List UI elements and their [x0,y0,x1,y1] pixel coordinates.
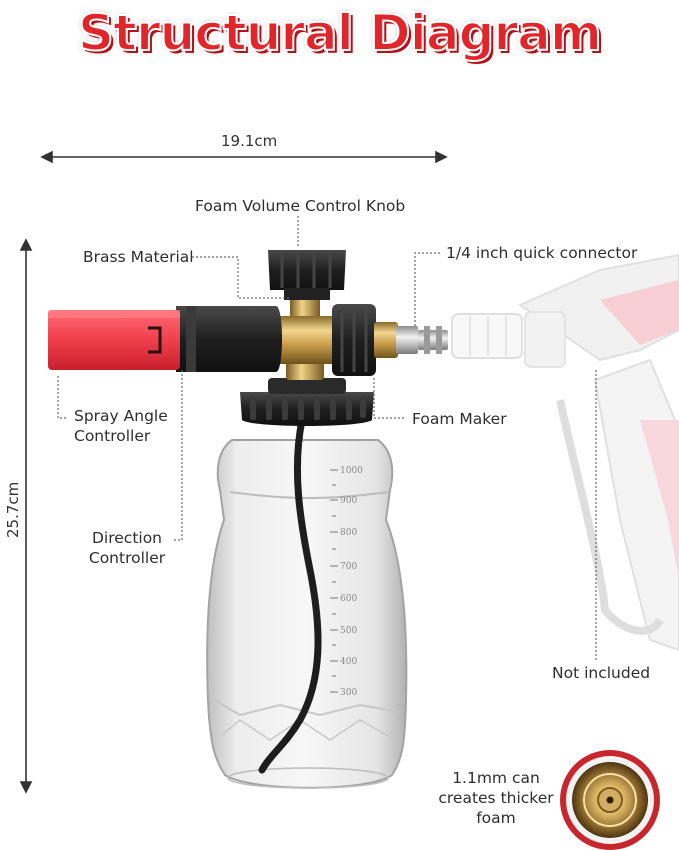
label-quick-connector: 1/4 inch quick connector [446,244,638,262]
label-line: Controller [74,427,151,445]
foam-volume-knob [268,250,346,300]
label-direction-controller: Direction Controller [88,528,166,568]
spray-angle-controller [48,310,180,370]
scale-label: 500 [340,626,357,636]
width-dimension-arrow [40,150,448,164]
scale-label: 1000 [340,466,363,476]
bottle-scale-numbers: 1000 900 800 700 600 500 400 300 [340,466,363,698]
label-line: Direction [91,529,163,547]
label-line: foam [476,809,516,827]
width-label: 19.1cm [221,132,278,150]
scale-label: 600 [340,594,357,604]
label-brass-material: Brass Material [83,248,194,266]
scale-label: 700 [340,562,357,572]
leader-lines [57,216,597,662]
label-not-included: Not included [552,664,651,682]
bottle-cap [240,378,374,426]
direction-controller [176,306,282,372]
label-line: 1.1mm can [452,769,540,787]
scale-label: 900 [340,496,357,506]
label-spray-angle-controller: Spray Angle Controller [74,406,168,446]
height-label: 25.7cm [4,481,22,538]
quick-connector-male [396,326,448,354]
label-foam-maker: Foam Maker [412,410,507,428]
spray-gun [451,253,679,652]
label-orifice: 1.1mm can creates thicker foam [438,768,554,828]
bottle-scale-marks [330,469,338,693]
scale-label: 400 [340,657,357,667]
page-title: Structural Diagram [77,3,603,63]
label-line: Controller [88,549,166,567]
brass-body [272,316,338,364]
label-foam-volume-knob: Foam Volume Control Knob [195,197,406,215]
orifice-closeup [560,750,660,850]
label-line: creates thicker [438,789,554,807]
height-dimension-arrow [19,238,33,794]
label-line: Spray Angle [74,407,168,425]
scale-label: 300 [340,688,357,698]
foam-bottle: 1000 900 800 700 600 500 400 300 [206,416,408,789]
scale-label: 800 [340,528,357,538]
foam-maker [332,304,398,376]
